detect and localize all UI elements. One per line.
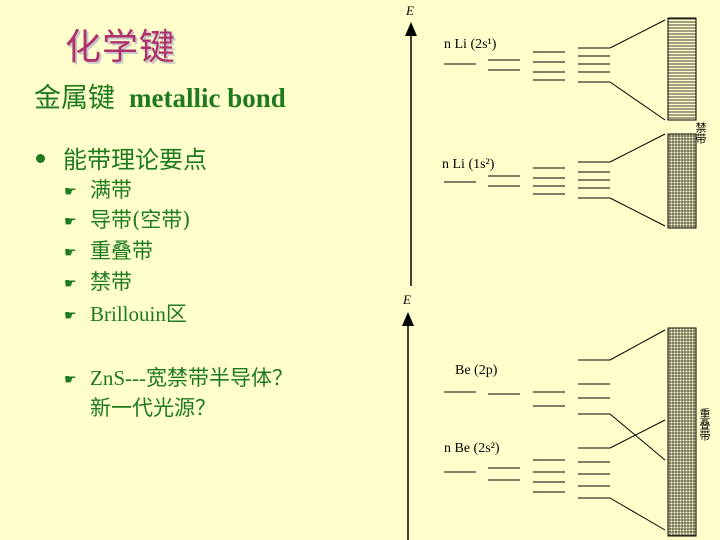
subtitle-en: metallic bond bbox=[129, 83, 286, 113]
diagram-bottom: E Be (2p) n Be (2s²) 重叠带 bbox=[402, 292, 711, 540]
level-label-upper: Be (2p) bbox=[455, 363, 498, 378]
point-text: 禁带 bbox=[90, 270, 132, 294]
axis-label: E bbox=[402, 292, 411, 307]
main-bullet: 能带理论要点 bbox=[36, 140, 207, 175]
diagram-top: E n Li (2s¹) n Li (1s²) 禁带 bbox=[405, 3, 707, 286]
point-text: 满带 bbox=[90, 178, 132, 202]
point-item: ☛ 导带(空带) bbox=[64, 204, 190, 234]
point-text: 重叠带 bbox=[90, 239, 153, 263]
page-title: 化学键 bbox=[65, 27, 177, 68]
subtitle: 金属键 metallic bond bbox=[34, 76, 286, 115]
band-block-upper bbox=[667, 17, 697, 121]
point-item: ☛ Brillouin区 bbox=[64, 298, 187, 328]
bullet-dot-icon bbox=[36, 154, 45, 163]
point-text: 导带(空带) bbox=[90, 208, 191, 232]
pointing-hand-icon: ☛ bbox=[64, 213, 77, 230]
energy-levels bbox=[444, 329, 666, 531]
question-item: ☛ ZnS---宽禁带半导体？ 新一代光源？ bbox=[64, 364, 293, 422]
axis-arrow-icon bbox=[402, 312, 414, 326]
side-label: 禁带 bbox=[694, 122, 707, 145]
energy-levels bbox=[444, 19, 666, 227]
question-line-1: ZnS---宽禁带半导体？ bbox=[90, 366, 293, 390]
pointing-hand-icon: ☛ bbox=[64, 371, 77, 388]
point-item: ☛ 满带 bbox=[64, 174, 132, 204]
axis-arrow-icon bbox=[405, 22, 417, 36]
band-block-overlap bbox=[667, 327, 697, 537]
subtitle-zh: 金属键 bbox=[34, 83, 115, 114]
question-line-2: 新一代光源？ bbox=[90, 395, 216, 420]
level-label-upper: n Li (2s¹) bbox=[444, 37, 497, 52]
axis-label: E bbox=[405, 3, 414, 18]
pointing-hand-icon: ☛ bbox=[64, 183, 77, 200]
pointing-hand-icon: ☛ bbox=[64, 307, 77, 324]
level-label-lower: n Be (2s²) bbox=[444, 441, 500, 456]
band-block-lower bbox=[667, 133, 697, 229]
side-label: 重叠带 bbox=[698, 407, 711, 442]
point-item: ☛ 禁带 bbox=[64, 266, 132, 296]
point-text: Brillouin区 bbox=[90, 302, 187, 326]
point-item: ☛ 重叠带 bbox=[64, 235, 153, 265]
level-label-lower: n Li (1s²) bbox=[442, 157, 495, 172]
main-point-text: 能带理论要点 bbox=[63, 146, 207, 174]
pointing-hand-icon: ☛ bbox=[64, 244, 77, 261]
pointing-hand-icon: ☛ bbox=[64, 275, 77, 292]
